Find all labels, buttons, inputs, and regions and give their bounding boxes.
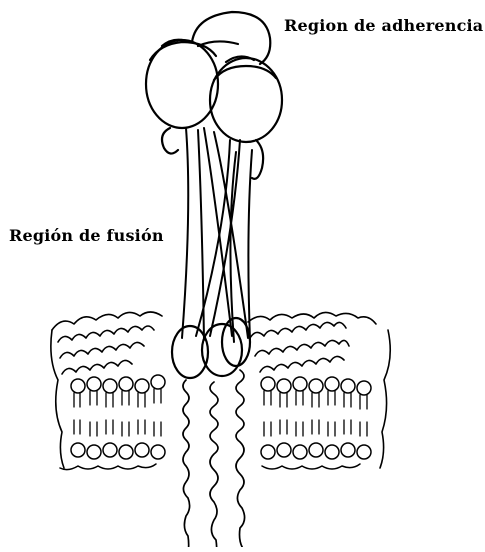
lipid-heads-outer — [71, 375, 371, 395]
lipid-tails — [74, 389, 367, 436]
adhesion-region-label: Region de adherencia — [284, 16, 483, 35]
adhesion-heads — [146, 12, 282, 179]
stalk-helices — [182, 128, 252, 342]
membrane-left-edge — [51, 330, 64, 468]
head-back — [192, 12, 270, 64]
anchor-globules — [172, 318, 250, 378]
fusion-region-label: Región de fusión — [9, 226, 164, 245]
membrane-right-edge — [380, 330, 390, 468]
lipid-bilayer — [51, 312, 390, 468]
membrane-upper-row-2 — [60, 340, 349, 358]
cytoplasmic-tails — [183, 370, 245, 547]
lipid-heads-inner — [60, 443, 371, 470]
head-right — [210, 58, 282, 142]
